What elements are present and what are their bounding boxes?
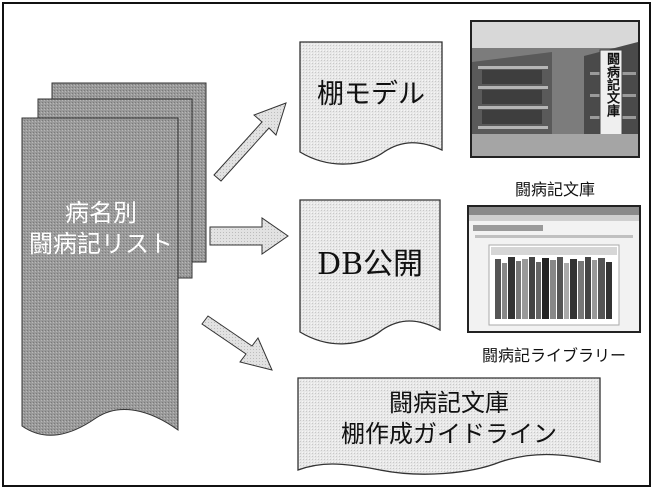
arrow-right-icon [201, 315, 273, 371]
document-page-front [21, 117, 179, 436]
library-photo-caption: 闘病記文庫 [514, 180, 595, 199]
source-title-line1: 病名別 [65, 199, 137, 227]
guideline-line1: 闘病記文庫 [389, 389, 509, 417]
library-shelves-image [472, 22, 638, 156]
library-photo: 闘病記文庫 [470, 20, 640, 158]
website-caption: 闘病記ライブラリー [481, 346, 626, 365]
website-screenshot-image [469, 207, 639, 326]
library-sign-text: 闘病記文庫 [604, 52, 619, 117]
website-screenshot [467, 205, 641, 333]
arrow-right-icon [213, 102, 287, 182]
db-publish-document [299, 199, 441, 345]
guideline-document [297, 377, 601, 475]
shelf-model-label: 棚モデル [317, 79, 425, 110]
source-title-line2: 闘病記リスト [29, 229, 173, 258]
arrow-right-icon [209, 217, 289, 255]
shelf-model-document [299, 41, 443, 165]
source-document-label: 病名別 闘病記リスト [28, 198, 174, 259]
db-publish-label: DB公開 [316, 247, 424, 282]
guideline-label: 闘病記文庫 棚作成ガイドライン [298, 388, 600, 449]
guideline-line2: 棚作成ガイドライン [341, 419, 557, 448]
